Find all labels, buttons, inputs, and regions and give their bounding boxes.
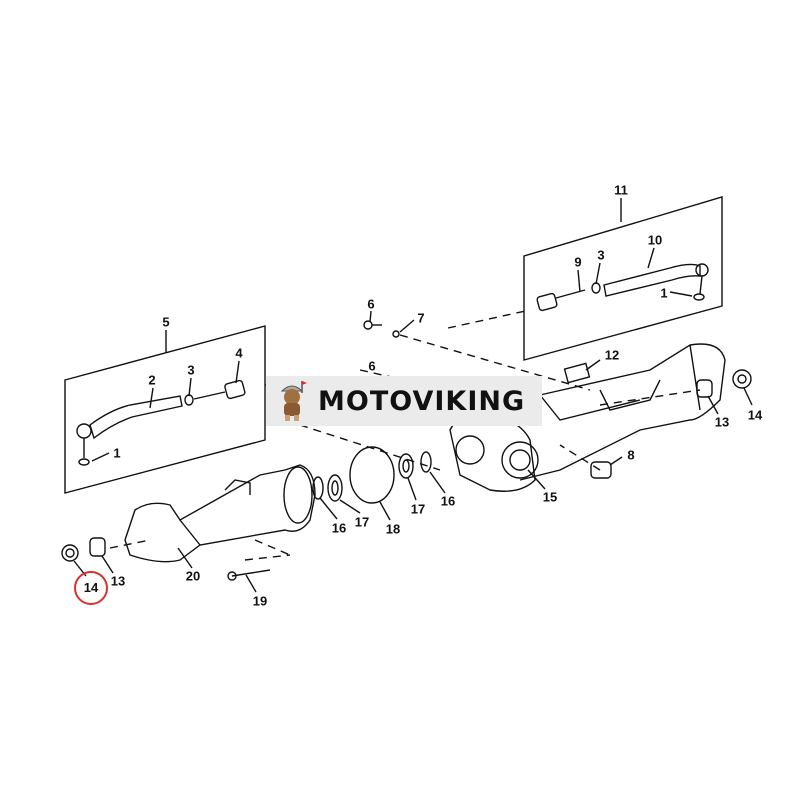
callout-15: 15 <box>542 489 558 505</box>
callout-11: 11 <box>614 182 628 198</box>
axle-housing-left <box>124 464 316 563</box>
callout-14-highlighted: 14 <box>74 571 108 605</box>
callout-6-lower: 6 <box>368 358 376 374</box>
seal-14-right <box>732 369 752 389</box>
callout-3-right: 3 <box>597 247 605 263</box>
callout-13-right: 13 <box>714 414 730 430</box>
seal-16a <box>312 476 324 500</box>
callout-4: 4 <box>235 345 243 361</box>
watermark-banner: MOTOVIKING <box>266 376 542 426</box>
washer-7 <box>392 330 400 338</box>
callout-14-right: 14 <box>747 407 763 423</box>
callout-1-right: 1 <box>660 285 668 301</box>
gasket-18 <box>349 446 395 504</box>
callout-17-right: 17 <box>410 501 426 517</box>
callout-9: 9 <box>574 254 582 270</box>
bearing-17b <box>398 453 414 479</box>
callout-18: 18 <box>385 521 401 537</box>
callout-17-left: 17 <box>354 514 370 530</box>
callout-5: 5 <box>162 314 170 330</box>
callout-13-left: 13 <box>110 573 126 589</box>
seal-14-left <box>61 544 79 562</box>
callout-16-left: 16 <box>331 520 347 536</box>
bushing-8 <box>590 461 612 479</box>
bolt-19 <box>231 569 271 577</box>
tie-rod-left <box>76 379 246 466</box>
plate-12 <box>563 362 591 384</box>
callout-19: 19 <box>252 593 268 609</box>
callout-6-top: 6 <box>367 296 375 312</box>
callout-8: 8 <box>627 447 635 463</box>
tie-rod-right <box>536 263 709 312</box>
callout-10: 10 <box>647 232 663 248</box>
watermark-text: MOTOVIKING <box>318 385 526 417</box>
callout-7: 7 <box>417 310 425 326</box>
inset-box-5 <box>64 325 266 494</box>
callout-1-left: 1 <box>113 445 121 461</box>
callout-2: 2 <box>148 372 156 388</box>
axle-housing-right <box>449 343 726 481</box>
seal-16b <box>420 451 432 473</box>
inset-box-11 <box>523 196 723 361</box>
callout-3-left: 3 <box>187 362 195 378</box>
callout-16-right: 16 <box>440 493 456 509</box>
callout-20: 20 <box>185 568 201 584</box>
bushing-13-left <box>89 537 106 557</box>
viking-mascot-icon <box>274 379 310 423</box>
bushing-13-right <box>696 379 713 398</box>
pin-6 <box>363 320 373 330</box>
callout-12: 12 <box>604 347 620 363</box>
bearing-17a <box>327 474 343 502</box>
